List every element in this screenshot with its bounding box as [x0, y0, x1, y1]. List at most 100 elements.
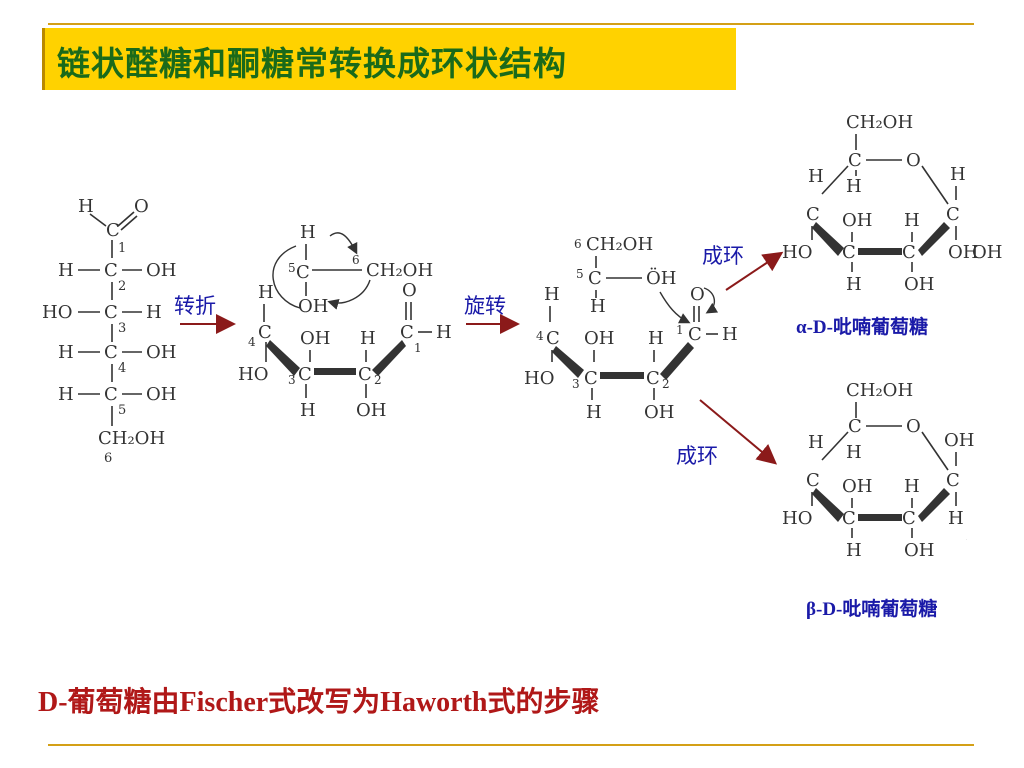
fischer-c1: C — [106, 220, 120, 241]
svg-text:C: C — [546, 328, 560, 349]
bent-num-5: 5 — [288, 261, 296, 275]
fischer-c5-left: H — [58, 384, 74, 405]
bent-num-6: 6 — [352, 253, 360, 267]
step-rotate-label: 旋转 — [464, 294, 506, 318]
bent-c6: CH₂OH — [366, 260, 433, 281]
rot-oh2: OH — [644, 402, 674, 423]
beta-oh1: OH — [944, 430, 974, 451]
fischer-num-1: 1 — [118, 241, 126, 256]
rot-o1: O — [690, 284, 705, 305]
beta-oh3: OH — [842, 476, 872, 497]
rot-c3: C — [584, 368, 598, 389]
beta-c6: CH₂OH — [846, 380, 913, 401]
alpha-h1: H — [950, 164, 966, 185]
bent-oh2: OH — [356, 400, 386, 421]
beta-product-name: β-D-吡喃葡萄糖 — [806, 599, 938, 620]
alpha-h3: H — [846, 274, 862, 295]
fischer-c5-right: OH — [146, 384, 176, 405]
alpha-o-ring: O — [906, 150, 921, 171]
fischer-projection: H C O 1 H C OH 2 HO C H 3 H C OH 4 H C O… — [42, 196, 176, 466]
beta-h1: H — [948, 508, 964, 529]
rot-h1: H — [722, 324, 738, 345]
bent-num-3: 3 — [288, 373, 296, 387]
fischer-c1-o: O — [134, 196, 149, 217]
rot-num-4: 4 — [536, 329, 544, 343]
slide-title: 链状醛糖和酮糖常转换成环状结构 — [57, 44, 567, 83]
bent-ho4: HO — [238, 364, 268, 385]
rot-h2: H — [648, 328, 664, 349]
alpha-ho4: HO — [782, 242, 812, 263]
rot-h4: H — [544, 284, 560, 305]
beta-h-extra: H — [966, 539, 967, 541]
rot-c2: C — [646, 368, 660, 389]
rot-num-5: 5 — [576, 267, 584, 281]
beta-h2: H — [904, 476, 920, 497]
rot-ho4: HO — [524, 368, 554, 389]
rotated-chain: 6 CH₂OH 5 C ÖH H H O C 1 H OH H C 4 HO C… — [524, 234, 738, 423]
bottom-rule — [48, 744, 974, 746]
bent-h1: H — [436, 322, 452, 343]
alpha-oh1: OH — [948, 242, 978, 263]
title-banner: 链状醛糖和酮糖常转换成环状结构 — [42, 28, 736, 90]
step-cyclize-alpha-label: 成环 — [702, 244, 744, 268]
svg-text:C: C — [104, 342, 118, 363]
beta-oh2: OH — [904, 540, 934, 561]
rot-h5: H — [590, 296, 606, 317]
rot-num-3: 3 — [572, 377, 580, 391]
bent-c2: C — [358, 364, 372, 385]
svg-text:C: C — [258, 322, 272, 343]
rot-c6: CH₂OH — [586, 234, 653, 255]
bent-h3: H — [300, 400, 316, 421]
beta-ho4: HO — [782, 508, 812, 529]
alpha-oh3: OH — [842, 210, 872, 231]
fischer-num-6: 6 — [104, 451, 112, 466]
fischer-c2-right: OH — [146, 260, 176, 281]
fischer-c2-left: H — [58, 260, 74, 281]
rot-oh5: ÖH — [646, 266, 676, 289]
svg-text:C: C — [104, 384, 118, 405]
beta-c4: C — [806, 470, 820, 491]
bent-num-2: 2 — [374, 373, 382, 387]
bent-c3: C — [298, 364, 312, 385]
rot-oh3: OH — [584, 328, 614, 349]
beta-o-ring: O — [906, 416, 921, 437]
alpha-oh-extra: OH — [972, 242, 1002, 263]
rot-num-1: 1 — [676, 323, 684, 337]
step-bend-label: 转折 — [174, 294, 216, 318]
arrow-cyclize-alpha — [725, 251, 784, 291]
beta-h5: H — [846, 442, 862, 463]
rot-num-6: 6 — [574, 237, 582, 251]
bent-chain: H C 5 6 CH₂OH OH H O C 1 H OH H C 4 HO C… — [238, 222, 452, 421]
bent-oh3: OH — [300, 328, 330, 349]
beta-c1: C — [946, 470, 960, 491]
beta-pyranose: CH₂OH C O H H OH OH H C C H HO C C H H O… — [782, 380, 974, 561]
rot-c1: C — [688, 324, 702, 345]
rot-c5: C — [588, 268, 602, 289]
bent-c5: C — [296, 262, 310, 283]
alpha-h2: H — [904, 210, 920, 231]
beta-c5: C — [848, 416, 862, 437]
alpha-c3: C — [842, 242, 856, 263]
rot-num-2: 2 — [662, 377, 670, 391]
arrow-cyclize-beta — [699, 399, 778, 465]
fischer-num-5: 5 — [118, 403, 126, 418]
beta-c3: C — [842, 508, 856, 529]
fischer-num-4: 4 — [118, 361, 126, 376]
bent-c1: C — [400, 322, 414, 343]
alpha-product-name: α-D-吡喃葡萄糖 — [796, 317, 928, 338]
top-rule — [48, 23, 974, 25]
fischer-c3-right: H — [146, 302, 162, 323]
svg-text:C: C — [104, 302, 118, 323]
bent-o5h: OH — [298, 296, 328, 317]
fischer-c1-h: H — [78, 196, 94, 217]
bent-o1: O — [402, 280, 417, 301]
fischer-num-3: 3 — [118, 321, 126, 336]
fischer-c4-left: H — [58, 342, 74, 363]
beta-h-c4-top: H — [808, 432, 824, 453]
fischer-c6: CH₂OH — [98, 428, 165, 449]
bent-h2: H — [360, 328, 376, 349]
alpha-c2: C — [902, 242, 916, 263]
svg-text:C: C — [104, 260, 118, 281]
fischer-c3-left: HO — [42, 302, 72, 323]
